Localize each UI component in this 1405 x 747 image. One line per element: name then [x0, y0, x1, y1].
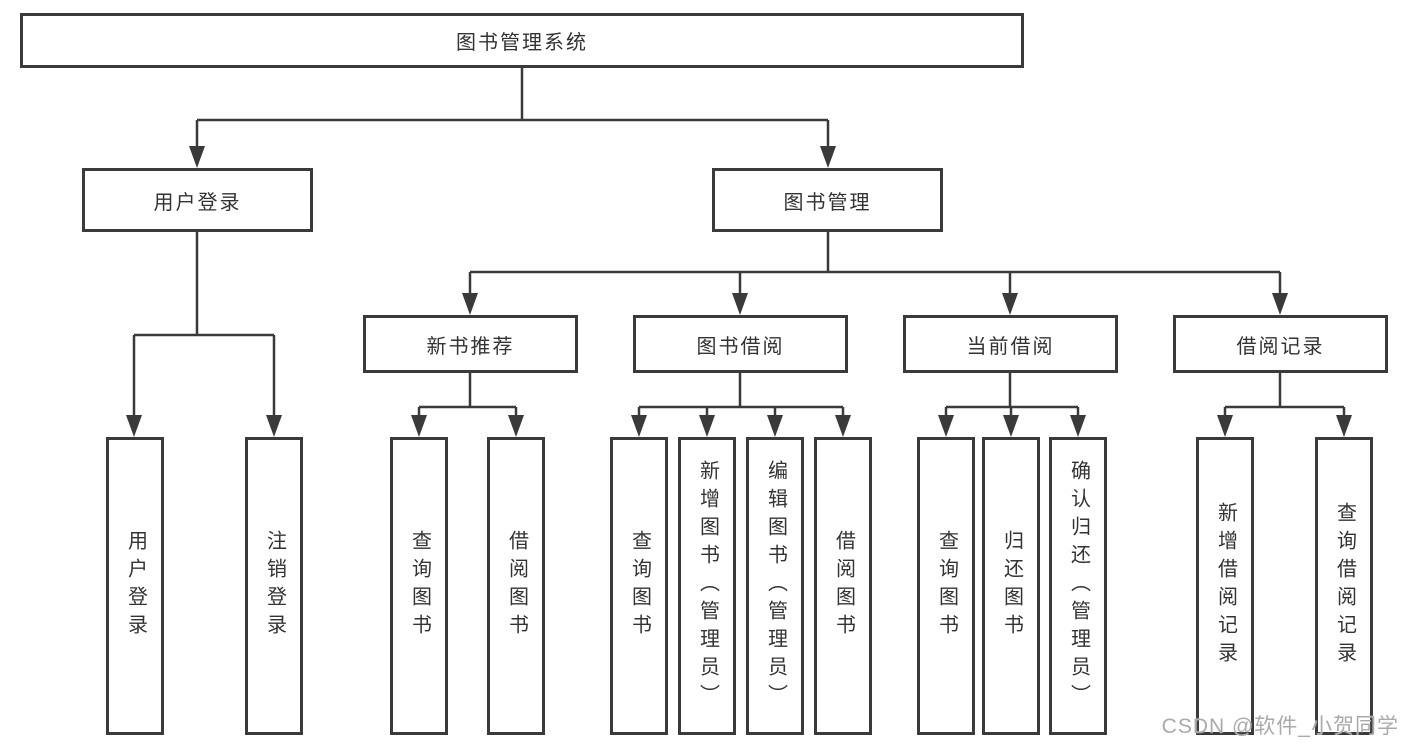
node-leaf-query-book-1: 查询图书 — [390, 437, 448, 735]
node-label: 用户登录 — [124, 530, 147, 642]
node-label: 新书推荐 — [426, 335, 515, 358]
node-label: 新增借阅记录 — [1214, 502, 1237, 670]
node-leaf-return-book: 归还图书 — [982, 437, 1040, 735]
node-label: 查询图书 — [408, 530, 431, 642]
node-label: 查询借阅记录 — [1333, 502, 1356, 670]
node-label: 图书管理系统 — [456, 32, 588, 54]
node-label: 图书借阅 — [696, 335, 785, 358]
node-label: 编辑图书（管理员） — [764, 460, 787, 712]
node-label: 当前借阅 — [966, 335, 1055, 358]
node-leaf-edit-book-admin: 编辑图书（管理员） — [746, 437, 804, 735]
node-book-borrowing: 图书借阅 — [633, 315, 848, 373]
node-current-borrowing: 当前借阅 — [903, 315, 1118, 373]
node-borrowing-records: 借阅记录 — [1173, 315, 1388, 373]
node-label: 查询图书 — [628, 530, 651, 642]
node-label: 图书管理 — [783, 191, 872, 214]
node-new-book-recommendation: 新书推荐 — [363, 315, 578, 373]
node-leaf-borrow-book-1: 借阅图书 — [487, 437, 545, 735]
node-label: 新增图书（管理员） — [696, 460, 719, 712]
node-root-system: 图书管理系统 — [20, 13, 1024, 68]
node-leaf-query-book-3: 查询图书 — [917, 437, 975, 735]
node-user-login-branch: 用户登录 — [82, 168, 313, 232]
node-leaf-add-borrow-record: 新增借阅记录 — [1196, 437, 1254, 735]
csdn-watermark: CSDN @软件_小贺同学 — [1161, 715, 1399, 738]
node-label: 归还图书 — [1000, 530, 1023, 642]
node-leaf-borrow-book-2: 借阅图书 — [814, 437, 872, 735]
node-leaf-confirm-return-admin: 确认归还（管理员） — [1049, 437, 1107, 735]
node-label: 注销登录 — [263, 530, 286, 642]
node-leaf-logout: 注销登录 — [245, 437, 303, 735]
node-label: 查询图书 — [935, 530, 958, 642]
node-label: 借阅图书 — [505, 530, 528, 642]
node-leaf-user-login: 用户登录 — [106, 437, 164, 735]
node-leaf-query-book-2: 查询图书 — [610, 437, 668, 735]
node-label: 确认归还（管理员） — [1067, 460, 1090, 712]
node-label: 借阅记录 — [1236, 335, 1325, 358]
node-leaf-add-book-admin: 新增图书（管理员） — [678, 437, 736, 735]
node-label: 借阅图书 — [832, 530, 855, 642]
node-label: 用户登录 — [153, 191, 242, 214]
node-book-management-branch: 图书管理 — [712, 168, 943, 232]
node-leaf-query-borrow-record: 查询借阅记录 — [1315, 437, 1373, 735]
